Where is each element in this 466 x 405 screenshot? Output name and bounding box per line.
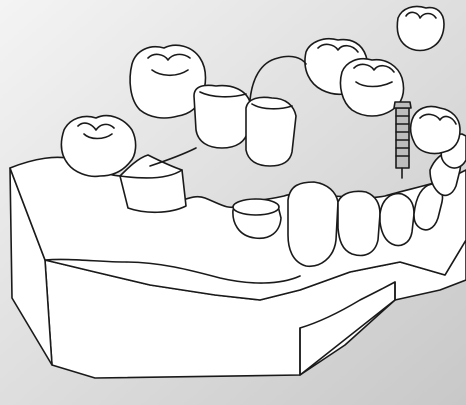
implant-screw [394, 102, 411, 178]
molar-left-seated [61, 116, 135, 177]
single-crown-top-right [397, 6, 444, 50]
implant-crown [411, 107, 460, 154]
